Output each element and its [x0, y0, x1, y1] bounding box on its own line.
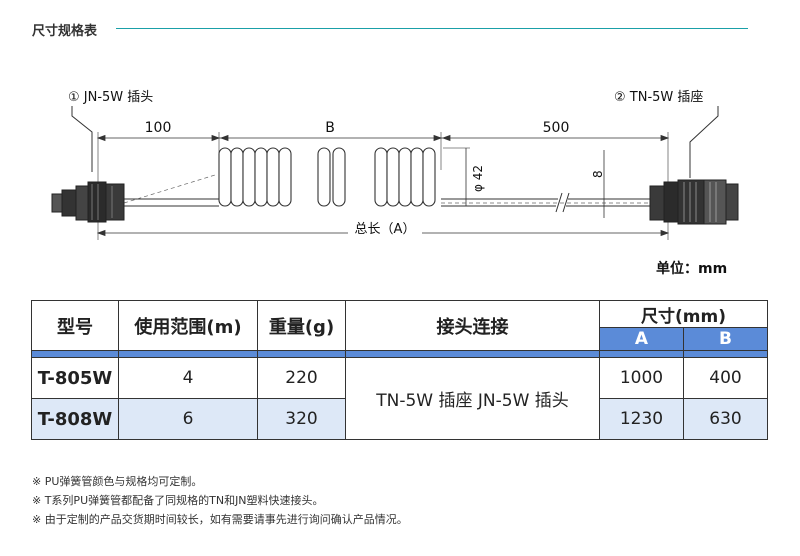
- table-row: T-805W 4 220 TN-5W 插座 JN-5W 插头 1000 400: [31, 357, 768, 440]
- dim-label-100: 100: [145, 120, 172, 136]
- section-title: 尺寸规格表: [32, 24, 98, 39]
- row2-weight: 320: [257, 398, 346, 440]
- table-row: T-808W 6 320 1230 630: [31, 398, 768, 440]
- row2-b: 630: [683, 398, 768, 440]
- row2-a: 1230: [599, 398, 684, 440]
- header-size: 尺寸(mm): [599, 300, 768, 328]
- coil-hose-diagram: ① JN-5W 插头 ② TN-5W 插座 100 B 500 总长（A）: [51, 90, 739, 240]
- coil-break: [317, 147, 346, 207]
- row2-range: 6: [118, 398, 258, 440]
- row1-range: 4: [118, 357, 258, 399]
- header-accent-bar: [31, 350, 768, 358]
- dim-label-b: B: [325, 120, 335, 136]
- connection-cell: TN-5W 插座 JN-5W 插头: [345, 357, 600, 440]
- right-connector-label: ② TN-5W 插座: [614, 90, 703, 105]
- note-item: ※ T系列PU弹簧管都配备了同规格的TN和JN塑料快速接头。: [32, 494, 324, 507]
- coil-group-2: [374, 147, 436, 207]
- spec-table: 型号 使用范围(m) 重量(g) 接头连接 尺寸(mm) A B T-805W …: [31, 300, 768, 440]
- header-range: 使用范围(m): [118, 300, 258, 351]
- dim-label-total: 总长（A）: [355, 222, 416, 237]
- right-leader-line: [689, 106, 719, 178]
- left-connector-label: ① JN-5W 插头: [68, 90, 153, 105]
- tube-diameter-label: 8: [591, 170, 605, 178]
- header-weight: 重量(g): [257, 300, 346, 351]
- notes: ※ PU弹簧管颜色与规格均可定制。 ※ T系列PU弹簧管都配备了同规格的TN和J…: [32, 472, 408, 529]
- dim-label-500: 500: [543, 120, 570, 136]
- note-item: ※ 由于定制的产品交货期时间较长，如有需要请事先进行询问确认产品情况。: [32, 513, 408, 526]
- title-divider: [116, 28, 748, 29]
- row1-model: T-805W: [31, 357, 119, 399]
- row2-model: T-808W: [31, 398, 119, 440]
- row1-b: 400: [683, 357, 768, 399]
- right-socket-connector: [649, 179, 739, 225]
- header-connection: 接头连接: [345, 300, 600, 351]
- header-size-a: A: [599, 327, 684, 351]
- tube-centerline-left: [123, 174, 216, 204]
- total-label-bg: [348, 220, 422, 238]
- unit-label: 单位：mm: [656, 261, 728, 277]
- left-plug-connector: [51, 181, 125, 223]
- coil-diameter-label: φ 42: [471, 165, 485, 192]
- note-item: ※ PU弹簧管颜色与规格均可定制。: [32, 475, 203, 488]
- coil-group-1: [218, 147, 292, 207]
- break-mark-1: [555, 192, 563, 213]
- break-mark-2: [562, 192, 570, 213]
- left-leader-line: [71, 106, 93, 172]
- header-size-b: B: [683, 327, 768, 351]
- row1-weight: 220: [257, 357, 346, 399]
- row1-a: 1000: [599, 357, 684, 399]
- header-model: 型号: [31, 300, 119, 351]
